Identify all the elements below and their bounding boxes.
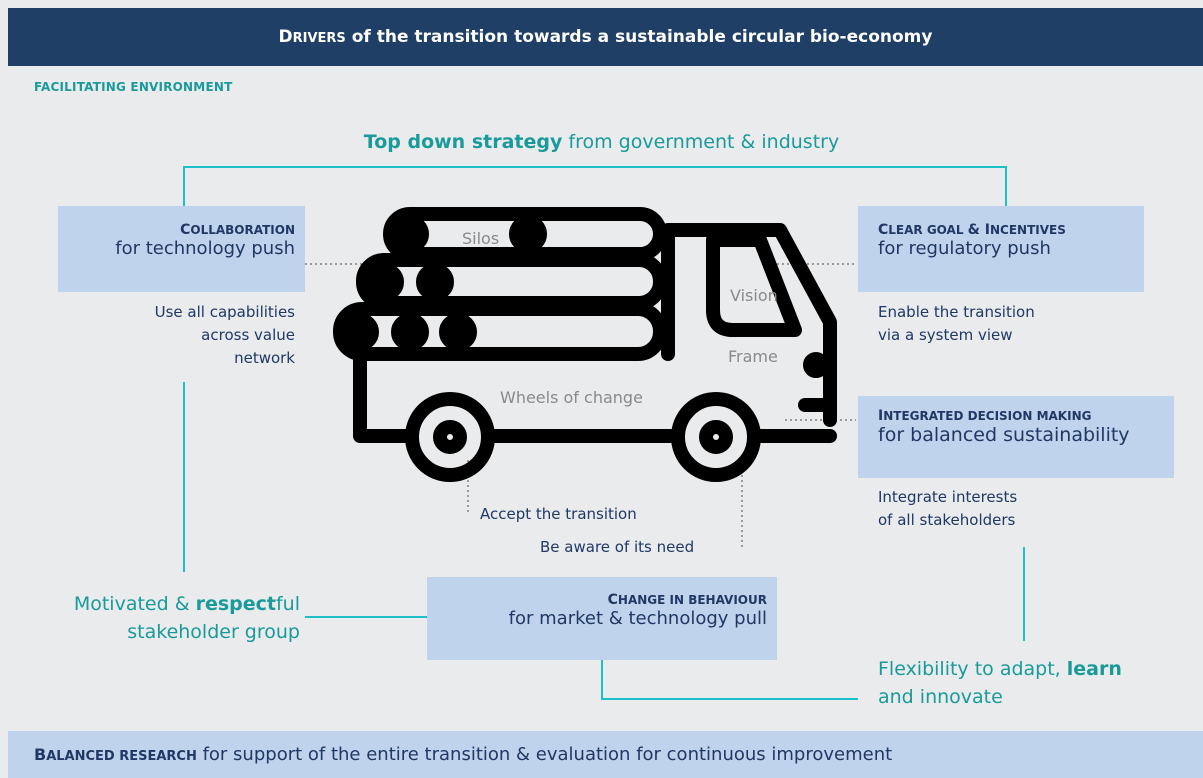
integrated-title: INTEGRATED DECISION MAKING: [878, 408, 1092, 424]
integrated-decision-box: INTEGRATED DECISION MAKING for balanced …: [858, 396, 1174, 478]
integrated-note: Integrate interests of all stakeholders: [878, 488, 1018, 529]
section-label: FACILITATING ENVIRONMENT: [34, 80, 233, 94]
truck-icon: [333, 207, 837, 482]
clear-goal-title: CLEAR GOAL & INCENTIVES: [878, 222, 1066, 238]
flexibility-note: Flexibility to adapt, learn and innovate: [878, 658, 1122, 708]
collaboration-subtitle: for technology push: [115, 238, 295, 259]
accept-transition: Accept the transition: [480, 505, 637, 523]
collaboration-note: Use all capabilities across value networ…: [154, 303, 295, 367]
label-wheels: Wheels of change: [500, 388, 643, 407]
behaviour-box: CHANGE IN BEHAVIOUR for market & technol…: [427, 577, 777, 660]
clear-goal-box: CLEAR GOAL & INCENTIVES for regulatory p…: [858, 206, 1144, 292]
clear-goal-subtitle: for regulatory push: [878, 238, 1051, 259]
collaboration-title: COLLABORATION: [180, 222, 295, 238]
page-title: DRIVERS of the transition towards a sust…: [8, 8, 1203, 66]
balanced-research: BALANCED RESEARCH for support of the ent…: [8, 731, 1203, 778]
behaviour-title: CHANGE IN BEHAVIOUR: [607, 592, 767, 608]
top-down-strategy: Top down strategy from government & indu…: [363, 131, 840, 153]
motivated-stakeholders: Motivated & respectful stakeholder group: [73, 593, 300, 643]
label-frame: Frame: [728, 347, 778, 366]
integrated-subtitle: for balanced sustainability: [878, 424, 1130, 446]
aware-need: Be aware of its need: [540, 538, 695, 556]
collaboration-box: COLLABORATION for technology push: [58, 206, 305, 292]
clear-goal-note: Enable the transition via a system view: [878, 303, 1035, 344]
label-silos: Silos: [462, 229, 500, 248]
label-vision: Vision: [730, 286, 778, 305]
behaviour-subtitle: for market & technology pull: [508, 608, 767, 629]
